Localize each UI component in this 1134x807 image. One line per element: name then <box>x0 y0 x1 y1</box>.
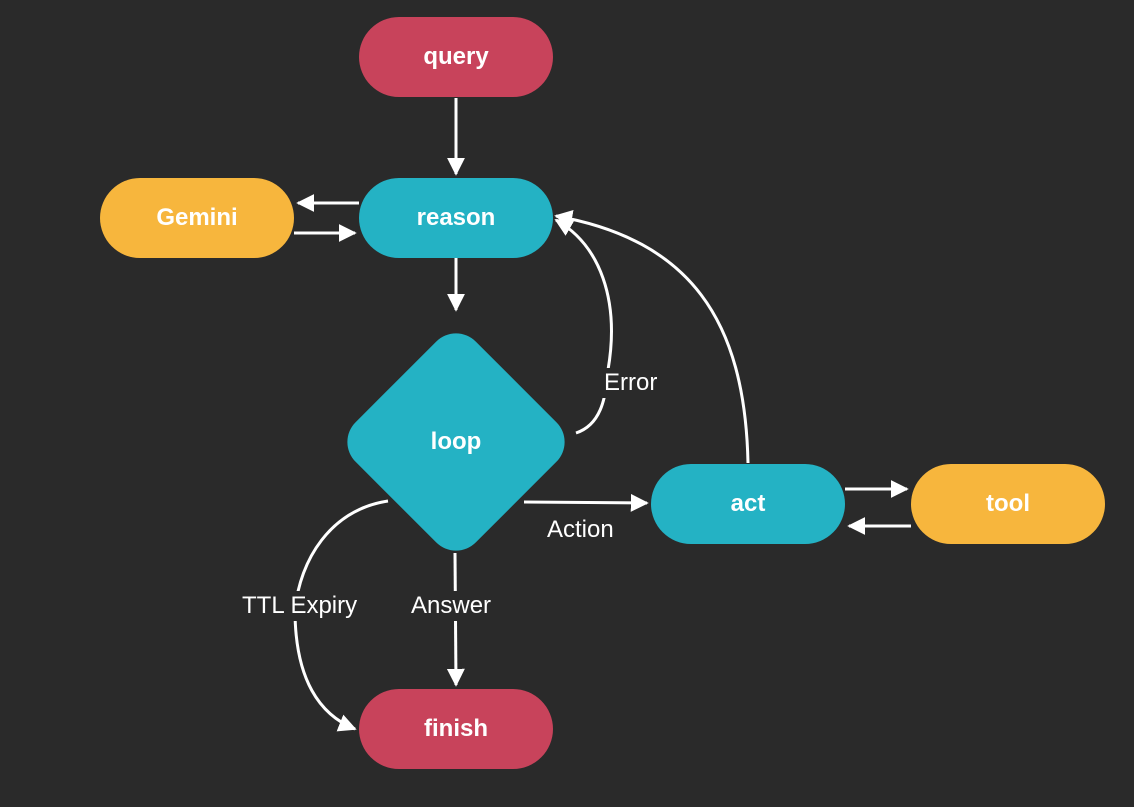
edge-label-answer: Answer <box>408 591 495 621</box>
edge-loop-reason-error <box>554 218 613 435</box>
gemini-node[interactable]: Gemini <box>100 178 294 258</box>
edge-act-reason <box>554 210 750 464</box>
tool-node[interactable]: tool <box>911 464 1105 544</box>
gemini-label: Gemini <box>156 204 238 231</box>
act-label: act <box>730 490 766 517</box>
reason-node[interactable]: reason <box>359 178 553 258</box>
finish-label: finish <box>424 715 488 742</box>
loop-node[interactable]: loop <box>366 343 546 541</box>
tool-label: tool <box>986 490 1030 517</box>
edge-label-ttl-expiry: TTL Expiry <box>239 591 361 621</box>
edge-loop-act <box>523 493 649 512</box>
reason-label: reason <box>416 204 496 231</box>
act-node[interactable]: act <box>651 464 845 544</box>
loop-label: loop <box>430 428 482 455</box>
query-node[interactable]: query <box>359 17 553 97</box>
query-label: query <box>423 43 489 70</box>
edge-label-action: Action <box>544 515 617 545</box>
loop-diamond[interactable] <box>336 322 576 562</box>
edge-label-error: Error <box>601 368 661 398</box>
finish-node[interactable]: finish <box>359 689 553 769</box>
